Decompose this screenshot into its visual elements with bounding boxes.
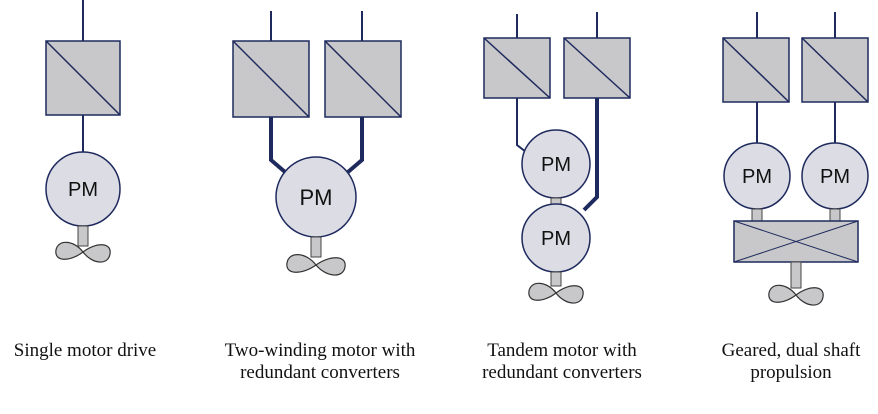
motor-label: PM [68,179,98,201]
pm-motor: PM [275,156,357,238]
config-two-winding: PM [232,11,402,276]
converter-left [722,37,790,103]
pm-motor: PM [45,151,121,227]
pm-motor-lower: PM [521,203,591,273]
converter-to-motor-2-line [582,98,599,212]
shaft [77,225,89,247]
propeller-icon [768,284,824,306]
pm-motor-right: PM [801,142,869,210]
caption-two-winding: Two-winding motor with redundant convert… [200,340,440,384]
caption-line-1: Tandem motor with [487,340,637,361]
caption-line-2: propulsion [750,362,832,383]
gearbox [733,220,859,263]
caption-line-2: redundant converters [482,362,642,383]
caption-line-2: redundant converters [240,362,400,383]
shaft [550,271,562,287]
motor-label: PM [541,154,571,176]
pm-motor-left: PM [723,142,791,210]
caption-geared-dual-shaft: Geared, dual shaft propulsion [706,340,876,384]
converter-right [324,40,402,118]
converter-right [563,37,631,99]
propeller-icon [286,254,346,276]
winding-line-right [346,117,364,174]
motor-label: PM [541,228,571,250]
shaft [310,236,322,258]
config-tandem-motor: PM PM [483,12,631,304]
winding-line-left [269,117,287,174]
propeller-icon [55,241,111,263]
converter-left [483,37,551,99]
motor-label: PM [742,166,772,188]
caption-tandem-motor: Tandem motor with redundant converters [462,340,662,384]
caption-line-1: Two-winding motor with [224,340,416,361]
shaft-left [751,208,763,222]
caption-line-1: Geared, dual shaft [721,340,861,361]
converter [45,40,121,116]
caption-line-1: Single motor drive [13,340,157,361]
propeller-icon [528,282,584,304]
converter-left [232,40,310,118]
config-geared-dual-shaft: PM PM [722,12,869,306]
shaft-right [829,208,841,222]
output-shaft [790,261,802,289]
pm-motor-upper: PM [521,129,591,199]
converter-right [801,37,869,103]
config-single-motor: PM [45,0,121,263]
converter-to-motor-1-line [516,98,527,153]
motor-label: PM [300,185,333,210]
motor-label: PM [820,166,850,188]
caption-single-motor: Single motor drive [0,340,170,362]
